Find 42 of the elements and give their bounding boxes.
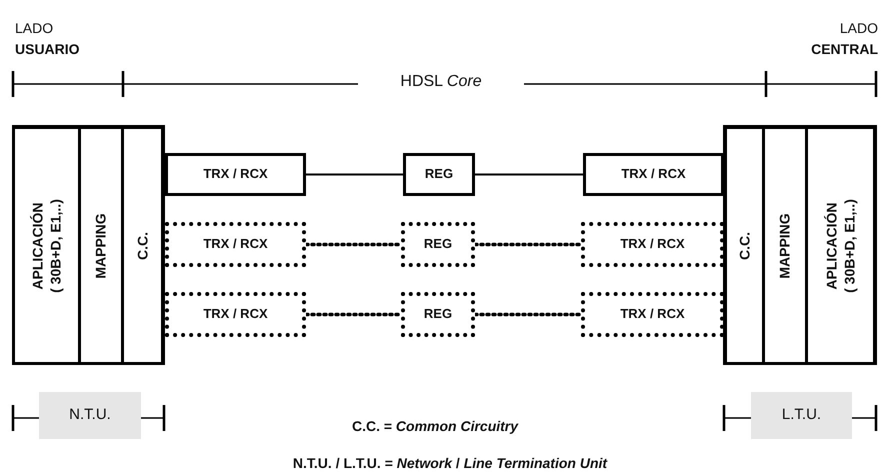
dotted-line: [473, 242, 583, 246]
transceiver-box: [165, 153, 306, 196]
block-column: [808, 125, 877, 365]
node-text: C.C.: [134, 232, 151, 260]
line: [475, 174, 583, 176]
transceiver-box: [583, 153, 724, 196]
transceiver-box: [165, 222, 306, 267]
node-text: MAPPING: [776, 212, 794, 278]
node-text: TRX / RCX: [620, 236, 685, 253]
node-text: TRX / RCX: [203, 166, 268, 183]
node-text: TRX / RCX: [203, 306, 268, 323]
note: C.C. = Common Circuitry: [350, 418, 520, 436]
line: [306, 174, 403, 176]
node-text: REG: [424, 236, 452, 253]
node-text: APLICACIÓN ( 30B+D, E1,..): [29, 198, 64, 292]
node-text: REG: [424, 306, 452, 323]
node-text: REG: [424, 166, 454, 183]
node-text: C.C.: [736, 232, 753, 260]
transceiver-box: [581, 292, 724, 337]
block-column: [12, 125, 81, 365]
node-text: TRX / RCX: [203, 236, 268, 253]
transceiver-box: [401, 292, 475, 337]
block-column: [765, 125, 808, 365]
transceiver-box: [165, 292, 306, 337]
node-text: TRX / RCX: [620, 306, 685, 323]
node-text: MAPPING: [92, 212, 110, 278]
node-text: L.T.U.: [782, 406, 822, 425]
unit-box: [751, 392, 852, 439]
section-label: HDSL Core: [399, 72, 483, 92]
node-text: APLICACIÓN ( 30B+D, E1,..): [823, 198, 858, 292]
transceiver-box: [581, 222, 724, 267]
block-column: [723, 125, 765, 365]
dotted-line: [473, 312, 583, 316]
node-text: N.T.U.: [69, 406, 111, 425]
transceiver-box: [403, 153, 475, 196]
unit-box: [39, 392, 141, 439]
section-label: LADO CENTRAL: [810, 19, 878, 59]
node-text: TRX / RCX: [621, 166, 686, 183]
block-column: [81, 125, 124, 365]
transceiver-box: [401, 222, 475, 267]
section-label: LADO USUARIO: [15, 19, 81, 59]
note: N.T.U. / L.T.U. = Network / Line Termination Unit: [292, 455, 608, 472]
